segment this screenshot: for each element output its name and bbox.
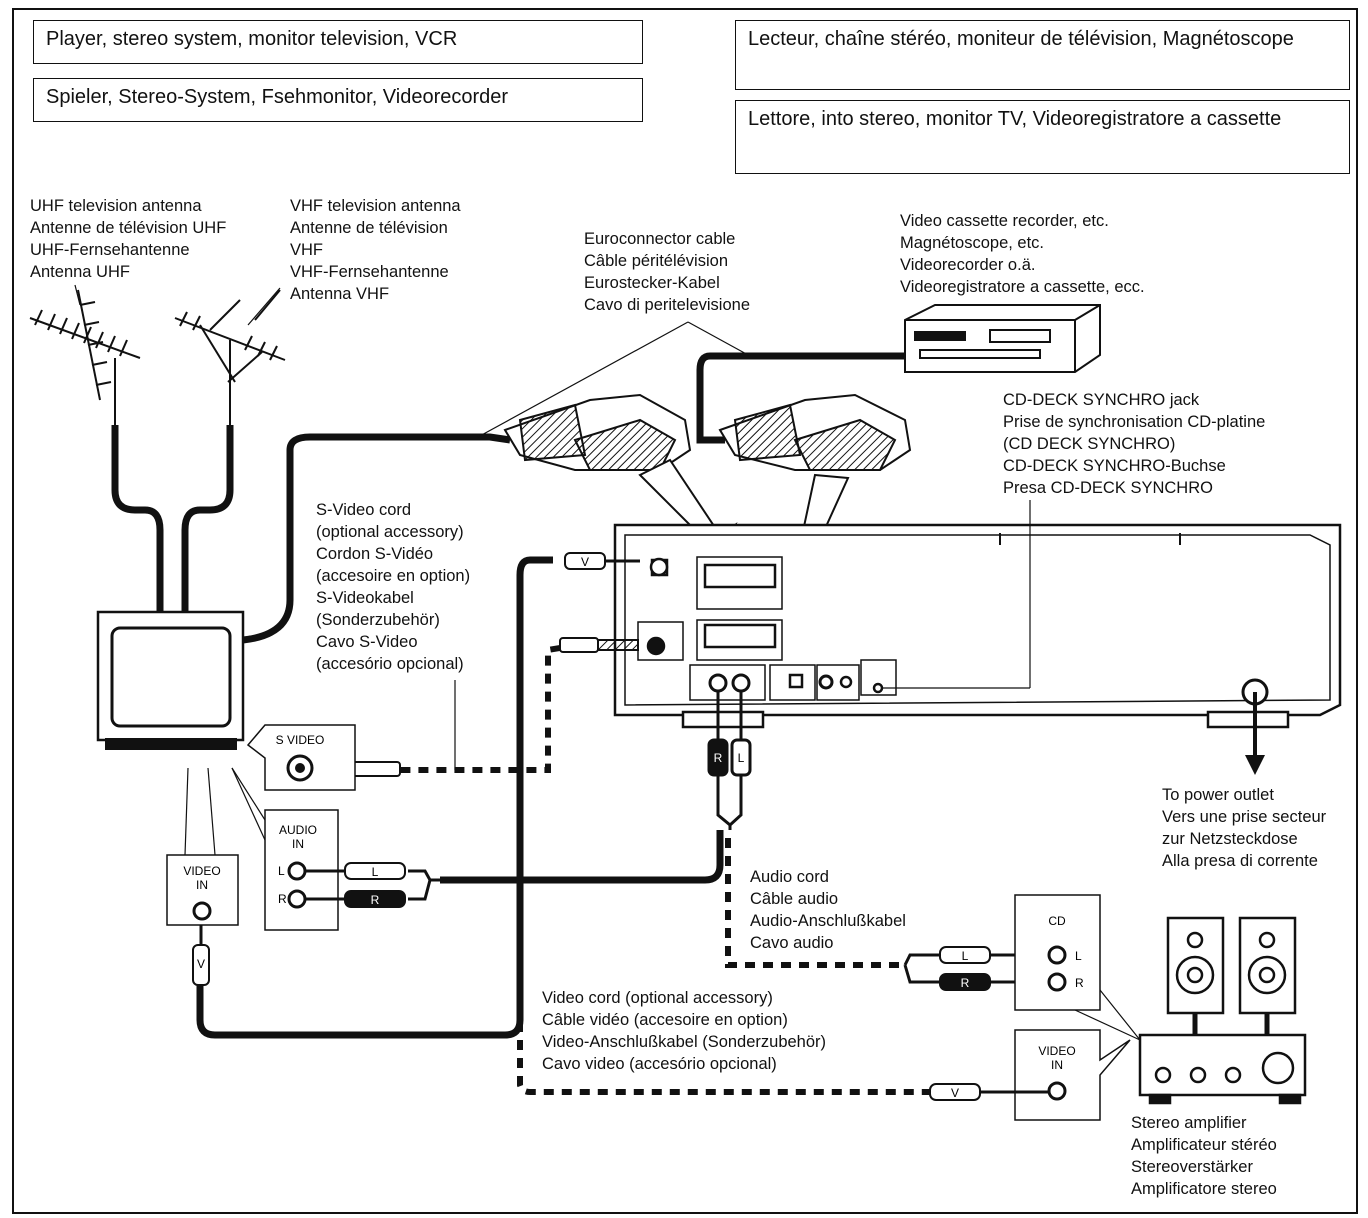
jack-l-label: L xyxy=(1075,949,1082,963)
video-plug-icon xyxy=(192,552,640,986)
audio-in-label-1: AUDIO xyxy=(279,823,317,837)
plug-label-r: R xyxy=(961,976,970,990)
player-audio-plugs xyxy=(707,690,752,830)
vhf-antenna-icon xyxy=(174,289,286,425)
plug-label-r: R xyxy=(714,751,723,765)
tv-video-in-jack-panel xyxy=(166,854,239,926)
euroconnector-cable-tv xyxy=(242,433,511,644)
plug-label-r: R xyxy=(371,893,380,907)
jack-r-label: R xyxy=(278,892,287,906)
stereo-amplifier-icon xyxy=(1138,916,1307,1105)
plug-label-l: L xyxy=(738,751,745,765)
header-box-de: Spieler, Stereo-System, Fsehmonitor, Vid… xyxy=(33,78,643,122)
video-cord-amp xyxy=(517,860,930,1095)
amp-video-in-jack-panel xyxy=(1014,1029,1131,1121)
header-box-it: Lettore, into stereo, monitor TV, Videor… xyxy=(735,100,1350,174)
scart-plug-icon xyxy=(503,393,692,471)
tv-monitor-icon xyxy=(96,610,245,750)
jack-r-label: R xyxy=(1075,976,1084,990)
video-cord-label: Video cord (optional accessory)Câble vid… xyxy=(542,989,827,1073)
plug-label-v: V xyxy=(581,555,589,569)
plug-label-l: L xyxy=(372,865,379,879)
video-in-label-2: IN xyxy=(1051,1058,1063,1072)
plug-label-l: L xyxy=(962,949,969,963)
rca-plug-r-icon xyxy=(344,890,406,908)
header-box-en: Player, stereo system, monitor televisio… xyxy=(33,20,643,64)
vcr-icon xyxy=(904,304,1101,373)
s-video-jack-label: S VIDEO xyxy=(276,733,325,747)
diagram-frame xyxy=(12,8,1358,1214)
s-video-plug-icon xyxy=(349,637,639,777)
s-video-cord xyxy=(312,642,579,773)
video-in-label-2: IN xyxy=(196,878,208,892)
power-arrow-icon xyxy=(1245,755,1265,775)
header-box-fr: Lecteur, chaîne stéréo, moniteur de télé… xyxy=(735,20,1350,90)
audio-cord-tv xyxy=(305,830,724,901)
scart-plug-icon xyxy=(718,393,912,471)
s-video-cord-label: S-Video cord(optional accessory) Cordon … xyxy=(316,501,471,673)
antenna-cable xyxy=(111,425,234,612)
cd-jack-label: CD xyxy=(1048,914,1066,928)
uhf-antenna-icon xyxy=(29,289,141,425)
audio-in-label-2: IN xyxy=(292,837,304,851)
video-in-label-1: VIDEO xyxy=(1038,1044,1075,1058)
rca-plug-l-icon xyxy=(344,862,406,880)
vcr-label: Video cassette recorder, etc.Magnétoscop… xyxy=(900,212,1145,296)
euroconnector-cable-vcr xyxy=(696,352,910,444)
jack-l-label: L xyxy=(278,864,285,878)
cd-player-rear-panel xyxy=(613,523,1342,729)
plug-label-v: V xyxy=(951,1086,959,1100)
video-cable-tv xyxy=(196,556,553,1039)
audio-cord-amp xyxy=(725,838,905,968)
plug-label-v: V xyxy=(197,957,205,971)
video-in-label-1: VIDEO xyxy=(183,864,220,878)
